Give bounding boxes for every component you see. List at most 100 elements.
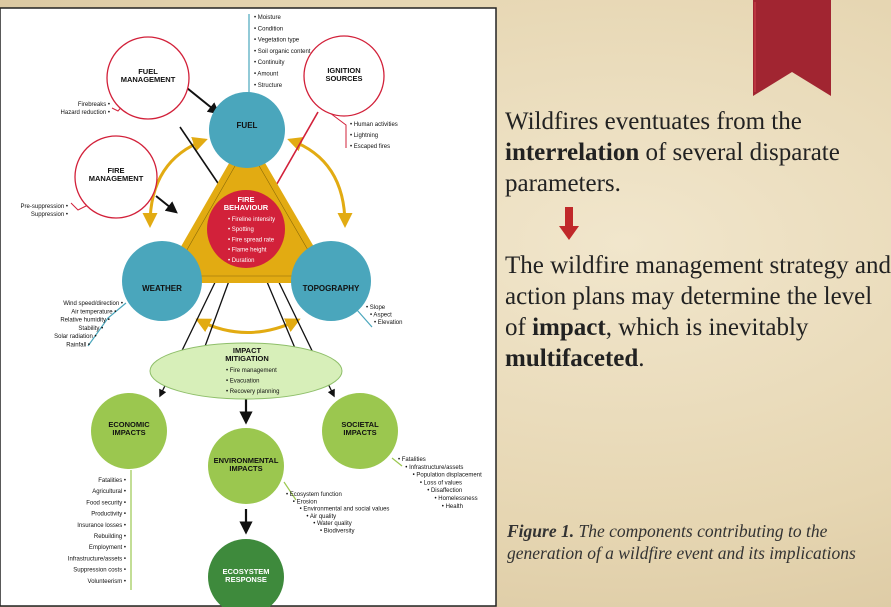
societal-item-3: • Loss of values [420, 480, 462, 486]
fuel-circle [209, 92, 285, 168]
topography-item-1: • Aspect [370, 313, 392, 319]
caption-text: The components contributing to the gener… [507, 521, 856, 563]
environmental-item-0: • Ecosystem function [286, 492, 342, 498]
ignition-sources-circle [303, 35, 385, 117]
fuel-attribute-0: • Moisture [254, 15, 281, 21]
topography-item-2: • Elevation [374, 320, 402, 326]
weather-circle [122, 241, 202, 321]
fuel-attribute-2: • Vegetation type [254, 38, 300, 44]
fuel-weather-curve [142, 137, 208, 228]
weather-item-4: Solar radiation • [54, 334, 96, 340]
economic-item-9: Volunteerism • [88, 579, 126, 585]
wildfire-diagram: • Moisture • Condition • Vegetation type • … [0, 7, 497, 607]
fuel-attribute-4: • Continuity [254, 60, 284, 66]
topography-circle [291, 241, 371, 321]
fire-behaviour-item-4: • Duration [228, 258, 254, 264]
fuel-attribute-5: • Amount [254, 72, 278, 78]
fuel-attribute-3: • Soil organic content [254, 49, 311, 55]
behaviour-to-mitigation-right [261, 269, 301, 361]
economic-item-1: Agricultural • [92, 489, 126, 495]
economic-item-2: Food security • [86, 500, 126, 506]
weather-item-0: Wind speed/direction • [63, 301, 123, 307]
fuel-label: FUEL [237, 121, 258, 130]
fire-management-item-1: Suppression • [31, 212, 68, 218]
environmental-item-4: • Water quality [313, 521, 352, 527]
diagram-shapes [74, 35, 398, 607]
environmental-item-2: • Environmental and social values [300, 507, 390, 513]
strategy-text-1: The wildfire management strategy and act… [505, 252, 891, 341]
economic-item-0: Fatalities • [98, 478, 126, 484]
societal-item-0: • Fatalities [398, 457, 426, 463]
topography-tail [356, 309, 373, 328]
societal-tail [391, 457, 403, 467]
ignition-item-2: • Escaped fires [350, 144, 390, 150]
weather-topography-curve [195, 318, 301, 334]
societal-item-4: • Disaffection [427, 488, 462, 494]
weather-tail [87, 302, 127, 347]
weather-item-2: Relative humidity • [60, 318, 109, 324]
strategy-bold-multifaceted: multifaceted [505, 345, 639, 372]
economic-impacts-circle [91, 393, 167, 469]
economic-item-7: Infrastructure/assets • [68, 556, 126, 562]
societal-item-2: • Population displacement [413, 473, 482, 479]
fuel-management-item-1: Hazard reduction • [61, 110, 110, 116]
environmental-item-3: • Air quality [306, 514, 336, 520]
impact-mitigation-ellipse [149, 342, 343, 400]
strategy-text-3: . [638, 345, 645, 372]
intro-text-1: Wildfires eventuates from the [505, 108, 802, 135]
strategy-text-2: , which is inevitably [605, 314, 809, 341]
environmental-item-1: • Erosion [293, 499, 317, 505]
societal-item-6: • Health [442, 504, 463, 510]
environmental-item-5: • Biodiversity [320, 529, 354, 535]
fire-behaviour-circle [207, 190, 285, 268]
figure-caption: Figure 1. The components contributing to… [507, 520, 891, 564]
fuel-topography-curve [287, 137, 353, 228]
weather-item-5: Rainfall • [66, 343, 90, 349]
connector-lines [70, 14, 403, 590]
environmental-tail [283, 481, 297, 501]
intro-text-2: of several disparate parameters. [505, 139, 840, 197]
fuel-attribute-6: • Structure [254, 83, 283, 89]
ignition-to-behaviour-arrow [269, 111, 319, 198]
ignition-item-0: • Human activities [350, 122, 398, 128]
fuel-management-item-0: Firebreaks • [78, 102, 110, 108]
ecosystem-response-circle [208, 539, 284, 607]
economic-item-8: Suppression costs • [73, 568, 126, 574]
firemgmt-arrow [155, 195, 178, 214]
down-arrow-icon [559, 207, 579, 240]
weather-item-1: Air temperature • [71, 309, 116, 315]
economic-item-3: Productivity • [91, 512, 126, 518]
fire-management-item-0: Pre-suppression • [21, 204, 68, 210]
societal-item-1: • Infrastructure/assets [405, 465, 463, 471]
societal-item-5: • Homelessness [435, 496, 478, 502]
intro-paragraph: Wildfires eventuates from the interrelat… [505, 106, 891, 199]
fire-behaviour-item-2: • Fire spread rate [228, 237, 275, 243]
strategy-paragraph: The wildfire management strategy and act… [505, 250, 891, 374]
mitigation-item-0: • Fire management [226, 368, 277, 374]
diagram-labels: • Moisture • Condition • Vegetation type • … [21, 15, 483, 585]
fire-management-tail [70, 202, 89, 211]
economic-item-5: Rebuilding • [94, 534, 126, 540]
ignition-item-1: • Lightning [350, 133, 378, 139]
weather-item-3: Stability • [78, 326, 103, 332]
mitigation-item-2: • Recovery planning [226, 389, 279, 395]
topography-item-0: • Slope [366, 305, 386, 311]
weather-label: WEATHER [142, 284, 182, 293]
fire-behaviour-item-0: • Fireline intensity [228, 217, 275, 223]
caption-label: Figure 1. [507, 521, 575, 541]
strategy-bold-impact: impact [532, 314, 606, 341]
topography-label: TOPOGRAPHY [303, 284, 360, 293]
fuel-attribute-1: • Condition [254, 26, 283, 32]
economic-item-6: Employment • [89, 545, 126, 551]
behaviour-to-mitigation-left [199, 269, 234, 361]
intro-bold-interrelation: interrelation [505, 139, 640, 166]
